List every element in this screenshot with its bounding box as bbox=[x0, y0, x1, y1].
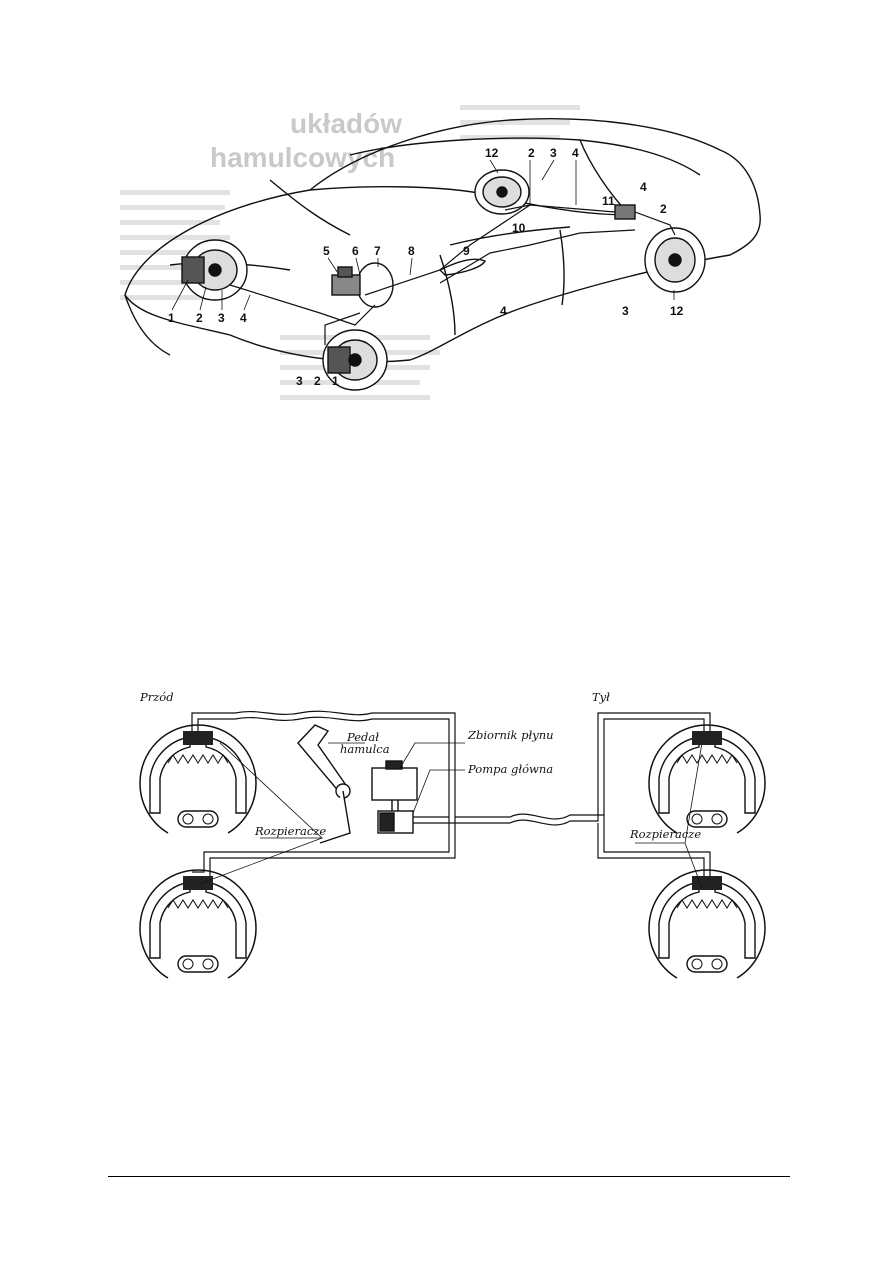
callout-3-rear-right: 3 bbox=[622, 304, 629, 318]
rear-right-drum-brake bbox=[644, 227, 706, 293]
schematic-drawing: Przód Tył Pedał hamulca Zbiornik płynu P… bbox=[139, 690, 766, 979]
callout-5: 5 bbox=[323, 244, 330, 258]
callout-11: 11 bbox=[602, 194, 615, 208]
callout-3-rear-left: 3 bbox=[550, 146, 557, 160]
brake-pipes bbox=[191, 710, 711, 879]
car-brake-system-drawing: układów hamulcowych bbox=[120, 105, 761, 400]
brake-assemblies bbox=[181, 169, 706, 391]
front-left-disc-brake bbox=[181, 239, 248, 301]
callout-4: 4 bbox=[240, 311, 247, 325]
pedal-label-line1: Pedał bbox=[346, 730, 379, 744]
brake-force-regulator bbox=[614, 204, 636, 220]
callout-2-rear-right: 2 bbox=[660, 202, 667, 216]
callout-10: 10 bbox=[512, 221, 526, 235]
callout-2-rear-left: 2 bbox=[528, 146, 535, 160]
expanders-front-label: Rozpieracze bbox=[254, 824, 326, 838]
front-lower-drum-brake bbox=[139, 869, 257, 979]
master-cylinder-booster bbox=[331, 262, 394, 308]
fluid-reservoir bbox=[371, 760, 418, 813]
wheel-cylinder-drums bbox=[139, 724, 766, 979]
callout-6: 6 bbox=[352, 244, 359, 258]
background-page-text: układów hamulcowych bbox=[210, 108, 402, 173]
callout-12-rear-right: 12 bbox=[670, 304, 684, 318]
brake-pedal bbox=[297, 724, 351, 844]
rear-lower-drum-brake bbox=[648, 869, 766, 979]
callout-4-rear: 4 bbox=[640, 180, 647, 194]
schematic-leaders bbox=[201, 742, 703, 889]
footer-rule bbox=[108, 1176, 790, 1177]
callout-3-front-right: 3 bbox=[296, 374, 303, 388]
callout-numbers: 1 2 3 4 5 6 7 8 9 10 11 12 2 3 4 4 2 4 3… bbox=[168, 146, 684, 388]
callout-4-floor: 4 bbox=[500, 304, 507, 318]
rear-upper-drum-brake bbox=[648, 724, 766, 834]
callout-1: 1 bbox=[168, 311, 175, 325]
callout-9: 9 bbox=[463, 244, 470, 258]
brake-lines bbox=[229, 204, 676, 345]
callout-1-front-right: 1 bbox=[332, 374, 339, 388]
car-brake-system-figure: układów hamulcowych bbox=[110, 95, 770, 425]
reservoir-label: Zbiornik płynu bbox=[467, 728, 554, 742]
front-right-disc-brake bbox=[322, 329, 388, 391]
callout-12-rear-left: 12 bbox=[485, 146, 499, 160]
pedal-label-line2: hamulca bbox=[340, 742, 390, 756]
callout-7: 7 bbox=[374, 244, 381, 258]
hydraulic-brake-schematic: Przód Tył Pedał hamulca Zbiornik płynu P… bbox=[110, 673, 790, 983]
callout-2: 2 bbox=[196, 311, 203, 325]
master-cylinder bbox=[377, 810, 414, 834]
front-upper-drum-brake bbox=[139, 724, 257, 834]
expanders-rear-label: Rozpieracze bbox=[629, 827, 701, 841]
rear-left-drum-brake bbox=[474, 169, 530, 215]
schematic-labels: Przód Tył Pedał hamulca Zbiornik płynu P… bbox=[139, 690, 701, 841]
callout-2-front-right: 2 bbox=[314, 374, 321, 388]
callout-3: 3 bbox=[218, 311, 225, 325]
front-label: Przód bbox=[139, 690, 174, 704]
bg-word-1: układów bbox=[290, 108, 402, 139]
bg-word-2: hamulcowych bbox=[210, 142, 395, 173]
callout-leaders bbox=[171, 159, 675, 311]
rear-label: Tył bbox=[592, 690, 610, 704]
master-cylinder-label: Pompa główna bbox=[467, 762, 553, 776]
callout-8: 8 bbox=[408, 244, 415, 258]
callout-4-rear-left: 4 bbox=[572, 146, 579, 160]
